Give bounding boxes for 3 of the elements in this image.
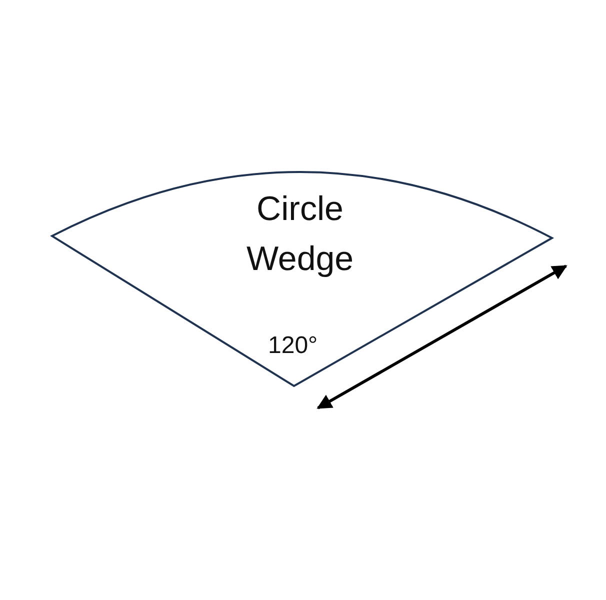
wedge-shape xyxy=(50,168,556,390)
shape-label: Circle Wedge xyxy=(245,189,355,280)
angle-label: 120° xyxy=(268,332,318,360)
